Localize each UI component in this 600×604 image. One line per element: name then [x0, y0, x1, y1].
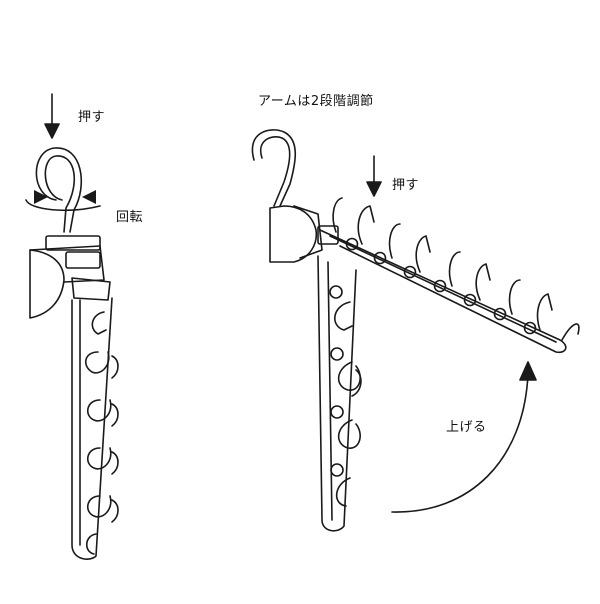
arm-pegs-left: [85, 311, 119, 555]
hook-right: [251, 129, 297, 207]
horizontal-arm-pegs: [332, 197, 580, 341]
mount-cap-right: [269, 205, 318, 263]
folded-hanger: [25, 93, 119, 560]
vertical-arm-right: [317, 255, 357, 532]
press-arrow-right: [366, 155, 382, 197]
raise-arrow: [391, 361, 537, 513]
label-press-right: 押す: [392, 178, 420, 193]
vertical-arm-pegs: [334, 301, 362, 507]
arm-body-left: [71, 297, 113, 560]
horizontal-arm-holes: [345, 237, 537, 335]
vertical-arm-holes: [329, 285, 344, 477]
unfolded-hanger: [251, 129, 580, 532]
label-raise: 上げる: [446, 420, 487, 435]
label-press-left: 押す: [78, 110, 106, 125]
mount-cap-left: [29, 249, 65, 319]
label-rotate: 回転: [116, 210, 144, 225]
label-arm-adjust: アームは2段階調節: [258, 94, 374, 109]
press-arrow-left: [44, 93, 60, 139]
rotate-arrows: [25, 190, 101, 212]
horizontal-arm-right: [319, 229, 567, 354]
hook-left: [35, 147, 82, 233]
